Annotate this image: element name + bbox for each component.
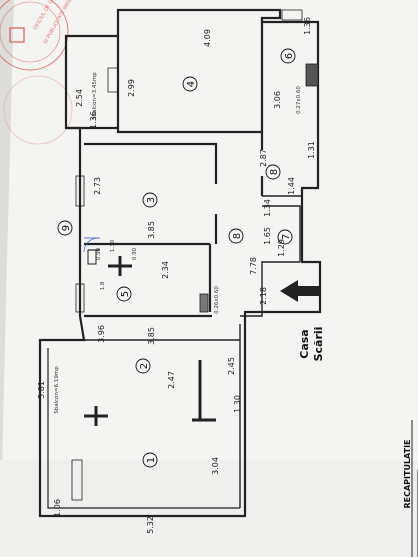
room-5-circle <box>116 286 132 302</box>
dim-0-90: 0.90 <box>132 247 138 260</box>
dim-1-8: 1.8 <box>100 281 106 290</box>
dim-0-27: 0.27x0.60 <box>296 86 302 114</box>
partitions <box>84 249 216 426</box>
dim-1-31: 1.31 <box>307 141 316 159</box>
room-8b-number: 8 <box>232 233 243 239</box>
dim-2-45: 2.45 <box>227 357 236 375</box>
entrance-arrow-icon <box>280 280 320 302</box>
recap-section: RECAPITULATIE <box>403 420 418 557</box>
room-4-circle <box>182 76 198 92</box>
faint-stamp <box>3 75 73 145</box>
room-8a-number: 8 <box>269 169 280 175</box>
dim-2-87: 2.87 <box>259 149 268 167</box>
dim-3-85-a: 3.85 <box>147 327 156 345</box>
stamp-emblem-icon <box>9 27 25 43</box>
dim-2-54: 2.54 <box>75 89 84 107</box>
dim-2-73: 2.73 <box>93 177 102 195</box>
dim-1-65: 1.65 <box>263 227 272 245</box>
dim-1-36-b: 1.36 <box>89 111 98 129</box>
room-9-number: 9 <box>61 225 72 231</box>
dim-2-18: 2.18 <box>259 287 268 305</box>
dim-1-29: 1.29 <box>277 239 286 257</box>
room-6-number: 6 <box>284 53 295 59</box>
room-3-number: 3 <box>146 197 157 203</box>
room-7-number: 7 <box>281 234 292 240</box>
dim-3-85-b: 3.85 <box>147 221 156 239</box>
dim-0-90-b: 0.90 <box>96 247 102 260</box>
dim-3-96: 3.96 <box>97 325 106 343</box>
recap-title: RECAPITULATIE <box>403 439 412 508</box>
dim-7-78: 7.78 <box>249 257 258 275</box>
room-3-circle <box>142 192 158 208</box>
dim-3-06: 3.06 <box>273 91 282 109</box>
dim-1-44: 1.44 <box>287 177 296 195</box>
dim-2-34: 2.34 <box>161 261 170 279</box>
dim-5-32: 5.32 <box>146 516 155 534</box>
room-1-circle <box>142 452 158 468</box>
door-arc <box>83 237 100 253</box>
dim-balcony-2: Sbalcon=3.45mp <box>92 72 98 120</box>
dim-4-09: 4.09 <box>203 29 212 47</box>
windows <box>71 9 319 501</box>
casa-label: Casa <box>298 329 311 358</box>
room-7-circle <box>277 229 293 245</box>
dim-balcony-1: Sbalcon=6.19mp <box>54 366 60 414</box>
room-6-circle <box>280 48 296 64</box>
dim-1-36-a: 1.36 <box>303 17 312 35</box>
room-2-number: 2 <box>139 363 150 369</box>
dim-5-81: 5.81 <box>37 381 46 399</box>
dim-1-30: 1.30 <box>233 395 242 413</box>
walls <box>38 8 322 518</box>
dim-1-30-b: 1.30 <box>110 239 116 252</box>
room-8b-circle <box>228 228 244 244</box>
dim-1-34: 1.34 <box>263 199 272 217</box>
room-markers <box>57 48 296 468</box>
dim-2-99: 2.99 <box>127 79 136 97</box>
dim-2-47: 2.47 <box>167 371 176 389</box>
dim-0-26: 0.26x0.60 <box>214 286 220 314</box>
scarii-label: Scării <box>312 327 325 362</box>
room-8a-circle <box>265 164 281 180</box>
room-4-number: 4 <box>186 81 197 87</box>
room-1-number: 1 <box>146 457 157 463</box>
dim-3-04: 3.04 <box>211 457 220 475</box>
room-9-circle <box>57 220 73 236</box>
room-2-circle <box>135 358 151 374</box>
room-5-number: 5 <box>120 291 131 297</box>
staircase-label: Casa Scării <box>298 327 325 362</box>
dim-1-06: 1.06 <box>53 499 62 517</box>
